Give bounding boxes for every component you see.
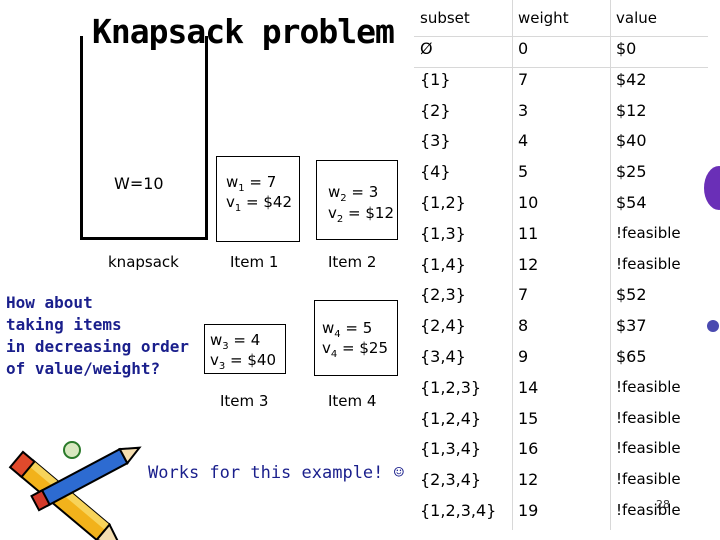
value-cell: $12 — [616, 100, 647, 120]
table-row: {2} 3 $12 — [414, 96, 708, 127]
table-row: {1,2} 10 $54 — [414, 188, 708, 219]
table-row: {1,2,3,4} 19 !feasible — [414, 496, 708, 527]
value-cell: !feasible — [616, 470, 681, 489]
table-row: {2,3,4} 12 !feasible — [414, 465, 708, 496]
table-row: {1,2,4} 15 !feasible — [414, 404, 708, 435]
weight-cell: 3 — [518, 100, 529, 120]
weight-cell: 7 — [518, 285, 529, 305]
table-divider — [610, 0, 611, 530]
subset-cell: {1,3,4} — [420, 439, 482, 459]
column-header: weight — [518, 9, 569, 27]
table-row: Ø 0 $0 — [414, 34, 708, 65]
subset-cell: {2,3} — [420, 285, 466, 305]
subset-cell: {2} — [420, 100, 451, 120]
weight-cell: 12 — [518, 254, 539, 274]
table-divider — [512, 0, 513, 530]
item-3-weight: w3 = 4 — [210, 331, 261, 352]
subset-cell: {3} — [420, 131, 451, 151]
decorative-shape — [704, 166, 720, 210]
table-row: {4} 5 $25 — [414, 157, 708, 188]
subset-cell: {1} — [420, 69, 451, 89]
value-cell: $0 — [616, 39, 637, 58]
item-3-label: Item 3 — [220, 392, 269, 410]
item-4-value: v4 = $25 — [322, 339, 389, 360]
value-cell: $65 — [616, 347, 647, 366]
subset-cell: {1,2,4} — [420, 408, 482, 428]
column-header: value — [616, 9, 657, 27]
subset-cell: {4} — [420, 162, 451, 182]
item-1-weight: w1 = 7 — [226, 173, 277, 194]
item-1-box — [216, 156, 300, 242]
value-cell: !feasible — [616, 223, 681, 242]
item-2-weight: w2 = 3 — [328, 183, 379, 204]
item-3-box — [204, 324, 286, 374]
item-3-value: v3 = $40 — [210, 351, 277, 372]
table-row: {2,3} 7 $52 — [414, 280, 708, 311]
knapsack-label: knapsack — [108, 253, 179, 271]
table-divider — [414, 36, 708, 37]
weight-cell: 4 — [518, 131, 529, 151]
table-row: {1,3,4} 16 !feasible — [414, 434, 708, 465]
weight-cell: 14 — [518, 377, 539, 397]
weight-cell: 8 — [518, 316, 529, 336]
subset-cell: {1,2,3,4} — [420, 501, 497, 520]
subset-cell: {2,3,4} — [420, 470, 482, 490]
value-cell: !feasible — [616, 408, 681, 427]
weight-cell: 19 — [518, 501, 539, 520]
subset-cell: {1,2,3} — [420, 377, 482, 397]
weight-cell: 10 — [518, 193, 539, 212]
value-cell: !feasible — [616, 439, 681, 458]
table-row: {1} 7 $42 — [414, 65, 708, 96]
subset-cell: {3,4} — [420, 347, 466, 366]
value-cell: !feasible — [616, 377, 681, 396]
subset-cell: Ø — [420, 39, 433, 58]
item-1-label: Item 1 — [230, 253, 279, 271]
item-2-value: v2 = $12 — [328, 204, 395, 225]
value-cell: $40 — [616, 131, 647, 151]
table-row: {1,2,3} 14 !feasible — [414, 373, 708, 404]
knapsack-container — [80, 36, 208, 240]
value-cell: $25 — [616, 162, 647, 182]
capacity-label: W=10 — [114, 174, 164, 193]
value-cell: $37 — [616, 316, 647, 336]
weight-cell: 12 — [518, 470, 539, 490]
item-2-box — [316, 160, 398, 240]
value-cell: $42 — [616, 69, 647, 89]
table-row: {1,3} 11 !feasible — [414, 219, 708, 250]
decorative-dot — [707, 320, 719, 332]
item-4-weight: w4 = 5 — [322, 319, 373, 340]
weight-cell: 15 — [518, 408, 539, 428]
item-2-label: Item 2 — [328, 253, 377, 271]
value-cell: $52 — [616, 285, 647, 305]
column-header: subset — [420, 9, 470, 27]
table-row: {1,4} 12 !feasible — [414, 250, 708, 281]
greedy-question: How about taking items in decreasing ord… — [6, 293, 190, 378]
subset-cell: {2,4} — [420, 316, 466, 336]
weight-cell: 7 — [518, 69, 529, 89]
value-cell: !feasible — [616, 254, 681, 273]
table-divider — [414, 67, 708, 68]
subset-cell: {1,4} — [420, 254, 466, 274]
table-row: {3} 4 $40 — [414, 126, 708, 157]
table-row: {3,4} 9 $65 — [414, 342, 708, 373]
subset-cell: {1,3} — [420, 223, 466, 243]
pencil-clipart-icon — [8, 441, 142, 540]
works-note: Works for this example! ☺ — [148, 463, 404, 483]
subset-cell: {1,2} — [420, 193, 466, 212]
item-4-label: Item 4 — [328, 392, 377, 410]
weight-cell: 0 — [518, 39, 529, 58]
item-4-box — [314, 300, 398, 376]
value-cell: !feasible — [616, 501, 681, 519]
weight-cell: 5 — [518, 162, 529, 182]
value-cell: $54 — [616, 193, 647, 212]
slide-title: Knapsack problem — [92, 12, 395, 51]
table-row: {2,4} 8 $37 — [414, 311, 708, 342]
table-header-row: subset weight value — [414, 4, 708, 35]
weight-cell: 9 — [518, 347, 529, 366]
page-number: 28 — [656, 498, 670, 511]
weight-cell: 16 — [518, 439, 539, 459]
weight-cell: 11 — [518, 223, 539, 243]
item-1-value: v1 = $42 — [226, 193, 293, 214]
